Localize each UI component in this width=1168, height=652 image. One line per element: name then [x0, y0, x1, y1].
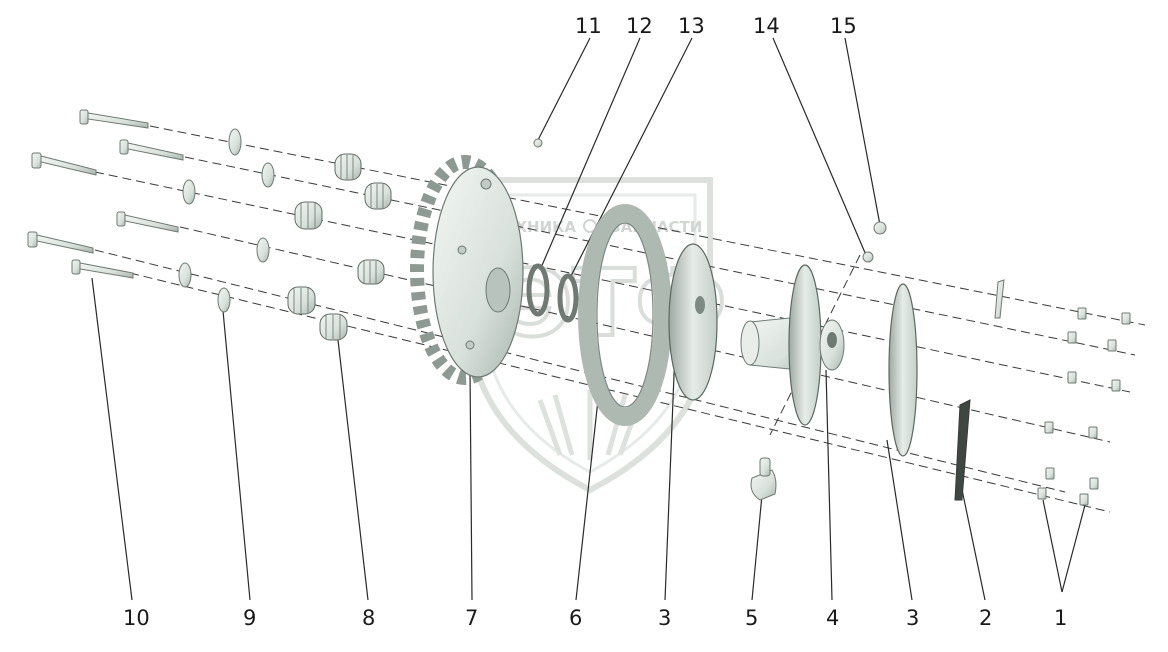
- spring-4: [357, 259, 385, 285]
- part-11-pin: [533, 138, 543, 148]
- part-15-ball: [873, 221, 887, 235]
- bolt-5: [27, 231, 94, 254]
- part-14-ball: [862, 251, 874, 263]
- callout-9: 9: [243, 606, 256, 630]
- nuts: [1037, 307, 1131, 506]
- springs: [287, 153, 392, 341]
- ring-13: [557, 273, 579, 323]
- hub: [740, 264, 845, 426]
- spring-3: [294, 201, 323, 230]
- spring-5: [287, 286, 316, 315]
- washer-2: [261, 162, 275, 188]
- callout-12: 12: [626, 14, 653, 38]
- bolt-3: [31, 152, 97, 176]
- callout-1: 1: [1054, 606, 1067, 630]
- callout-14: 14: [753, 14, 780, 38]
- washer-4: [256, 237, 270, 263]
- washer-6: [217, 287, 231, 313]
- callout-leaders: [91, 37, 1086, 601]
- callout-5: 5: [745, 606, 758, 630]
- callout-3b: 3: [906, 606, 919, 630]
- callout-10: 10: [123, 606, 150, 630]
- washer-5: [178, 262, 192, 288]
- plate: [954, 279, 1005, 501]
- callout-3a: 3: [658, 606, 671, 630]
- spring-6: [319, 313, 348, 341]
- callout-7: 7: [465, 606, 478, 630]
- washer-3: [182, 179, 196, 205]
- bolt-2: [119, 139, 184, 161]
- callout-11: 11: [575, 14, 602, 38]
- spring-1: [334, 153, 362, 181]
- small-rings: [526, 263, 579, 323]
- friction-disc-right: [888, 283, 918, 457]
- callout-13: 13: [678, 14, 705, 38]
- sprocket: [410, 155, 524, 385]
- callout-2: 2: [979, 606, 992, 630]
- bottom-callouts: 10 9 8 7 6 3 5 4 3 2 1: [123, 606, 1067, 630]
- bolt-4: [116, 211, 179, 233]
- ring-12: [526, 263, 550, 317]
- bolts: [27, 109, 184, 279]
- callout-15: 15: [830, 14, 857, 38]
- ring-housing: [578, 204, 672, 426]
- callout-8: 8: [362, 606, 375, 630]
- screw: [750, 457, 777, 501]
- washer-1: [228, 128, 242, 156]
- washers: [178, 128, 275, 313]
- callout-4: 4: [826, 606, 839, 630]
- spring-2: [364, 182, 392, 210]
- top-callouts: 11 12 13 14 15: [575, 14, 857, 38]
- bolt-6: [71, 259, 134, 279]
- friction-disc-left: [668, 243, 718, 401]
- bolt-1: [79, 109, 149, 129]
- callout-6: 6: [569, 606, 582, 630]
